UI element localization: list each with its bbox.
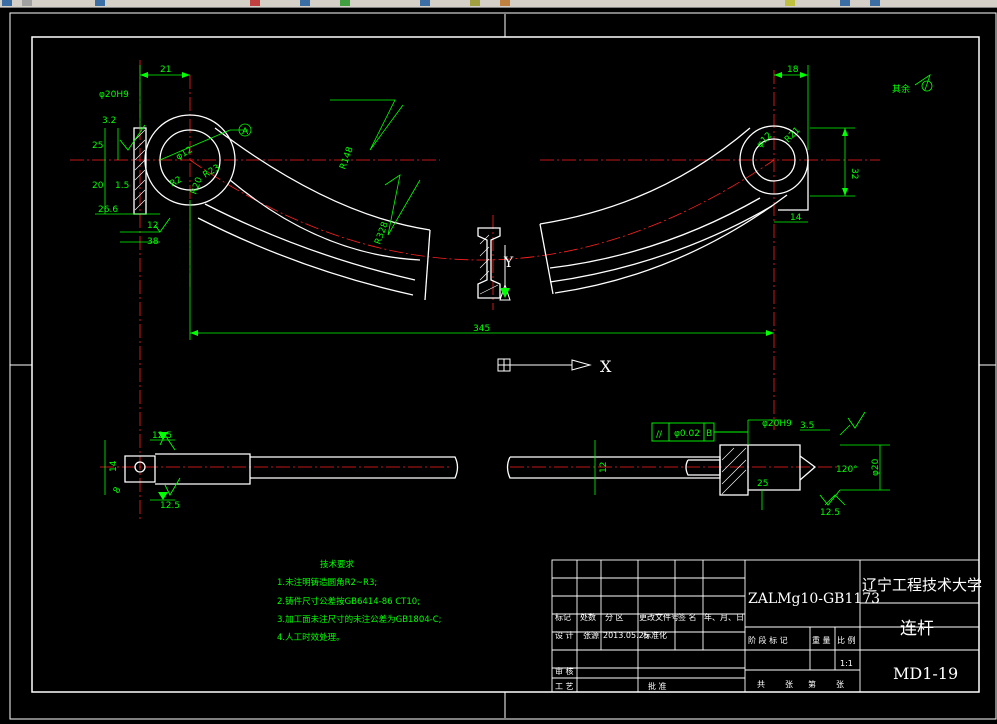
toolbar-button[interactable] — [870, 0, 880, 6]
tb-scale-label: 比 例 — [837, 635, 856, 645]
tb-designer-label: 设 计 — [555, 630, 574, 640]
link-side-view — [124, 444, 817, 496]
tolerance-frame — [651, 422, 748, 442]
dim-r148: R148 — [338, 145, 356, 171]
axis-y-label: Y — [503, 255, 514, 271]
toolbar-button[interactable] — [470, 0, 480, 6]
tb-header-1: 处数 — [580, 612, 596, 622]
tb-sheet-unit-a: 张 — [785, 680, 793, 689]
dim-12-5-b: 12.5 — [160, 501, 180, 511]
tb-weight-label: 重 量 — [812, 635, 831, 645]
toolbar-button[interactable] — [300, 0, 310, 6]
section-hatch — [134, 129, 499, 295]
tb-header-2: 分 区 — [605, 613, 624, 622]
tolerance-symbol: // — [656, 430, 663, 440]
toolbar-button[interactable] — [840, 0, 850, 6]
tb-process-label: 工 艺 — [555, 682, 574, 691]
tech-req-item-4: 4.人工时效处理。 — [277, 632, 345, 643]
title-scale: 1:1 — [840, 659, 853, 668]
tech-req-item-1: 1.未注明铸造圆角R2~R3; — [277, 577, 377, 588]
dim-26-6: 26.6 — [98, 205, 118, 215]
toolbar-button[interactable] — [340, 0, 350, 6]
roughness-symbols — [119, 124, 866, 506]
cad-toolbar — [0, 0, 997, 8]
toolbar-button[interactable] — [785, 0, 795, 6]
tb-date: 2013.05.25 — [603, 631, 649, 640]
dim-12-5-c: 12.5 — [820, 508, 840, 518]
tolerance-value: φ0.02 — [674, 429, 700, 439]
toolbar-button[interactable] — [22, 0, 32, 6]
dim-32: 32 — [849, 168, 859, 179]
dim-20: 20 — [92, 181, 104, 191]
dimension-arrows — [140, 72, 848, 500]
axis-x-label: X — [600, 357, 612, 376]
title-block-grid — [551, 559, 980, 693]
tech-req-title: 技术要求 — [320, 559, 355, 570]
dim-14-b: 14 — [109, 460, 119, 472]
dim-12-5-a: 12.5 — [152, 431, 172, 441]
tech-req-item-2: 2.铸件尺寸公差按GB6414-86 CT10; — [277, 596, 420, 607]
dim-12-b: 12 — [599, 462, 609, 473]
tb-sheet-no: 第 — [808, 679, 816, 689]
dim-21: 21 — [160, 65, 171, 75]
dim-phi12-b: φ12 — [755, 131, 774, 150]
dim-38: 38 — [147, 237, 159, 247]
title-material: ZALMg10-GB1173 — [748, 591, 880, 607]
dim-r2: R2 — [169, 175, 184, 190]
dimension-lines — [95, 65, 933, 510]
centering-marks — [10, 14, 996, 718]
dim-25-b: 25 — [757, 479, 768, 489]
dim-3-5: 3.5 — [800, 421, 814, 431]
title-drawing-code: MD1-19 — [893, 664, 958, 683]
datum-a: A — [242, 127, 249, 137]
tb-review-label: 审 核 — [555, 666, 574, 676]
title-part-name: 连杆 — [900, 619, 934, 639]
dim-14: 14 — [790, 213, 802, 223]
link-front-view — [133, 114, 809, 301]
dim-8: 8 — [112, 485, 124, 495]
toolbar-button[interactable] — [250, 0, 260, 6]
tb-sheet-total: 共 — [757, 680, 765, 689]
tb-designer: 张源 — [583, 631, 599, 640]
tolerance-datum: B — [706, 429, 712, 439]
dim-345: 345 — [473, 324, 490, 334]
tb-stage-label: 阶 段 标 记 — [748, 635, 788, 645]
dim-r20: R20 — [189, 176, 205, 196]
toolbar-button[interactable] — [95, 0, 105, 6]
tb-header-5: 年、月、日 — [704, 612, 744, 622]
dim-120: 120° — [836, 465, 858, 475]
dim-12: 12 — [147, 221, 158, 231]
dim-3-2: 3.2 — [102, 116, 116, 126]
dim-25: 25 — [92, 141, 103, 151]
toolbar-button[interactable] — [2, 0, 12, 6]
dim-phi20: φ20 — [871, 458, 881, 476]
dim-phi20-h9: φ20H9 — [762, 419, 792, 429]
dim-18: 18 — [787, 65, 799, 75]
tech-req-item-3: 3.加工面未注尺寸的未注公差为GB1804-C; — [277, 614, 442, 625]
dim-1-5: 1.5 — [115, 181, 129, 191]
center-lines — [70, 60, 880, 520]
tb-header-0: 标记 — [555, 612, 571, 622]
drawing-canvas[interactable]: X Y — [0, 8, 997, 724]
side-hatch — [721, 447, 747, 495]
roughness-note: 其余 — [892, 83, 910, 95]
tb-approve-label: 批 准 — [648, 681, 667, 691]
tb-sheet-unit-b: 张 — [836, 680, 844, 689]
toolbar-button[interactable] — [420, 0, 430, 6]
dim-phi20-h: φ20H9 — [99, 90, 129, 100]
toolbar-button[interactable] — [500, 0, 510, 6]
title-school: 辽宁工程技术大学 — [862, 576, 982, 594]
tb-header-4: 签 名 — [678, 612, 697, 622]
tb-standardization: 标准化 — [643, 630, 667, 640]
tb-header-3: 更改文件号 — [639, 612, 679, 622]
outer-border — [9, 12, 997, 720]
